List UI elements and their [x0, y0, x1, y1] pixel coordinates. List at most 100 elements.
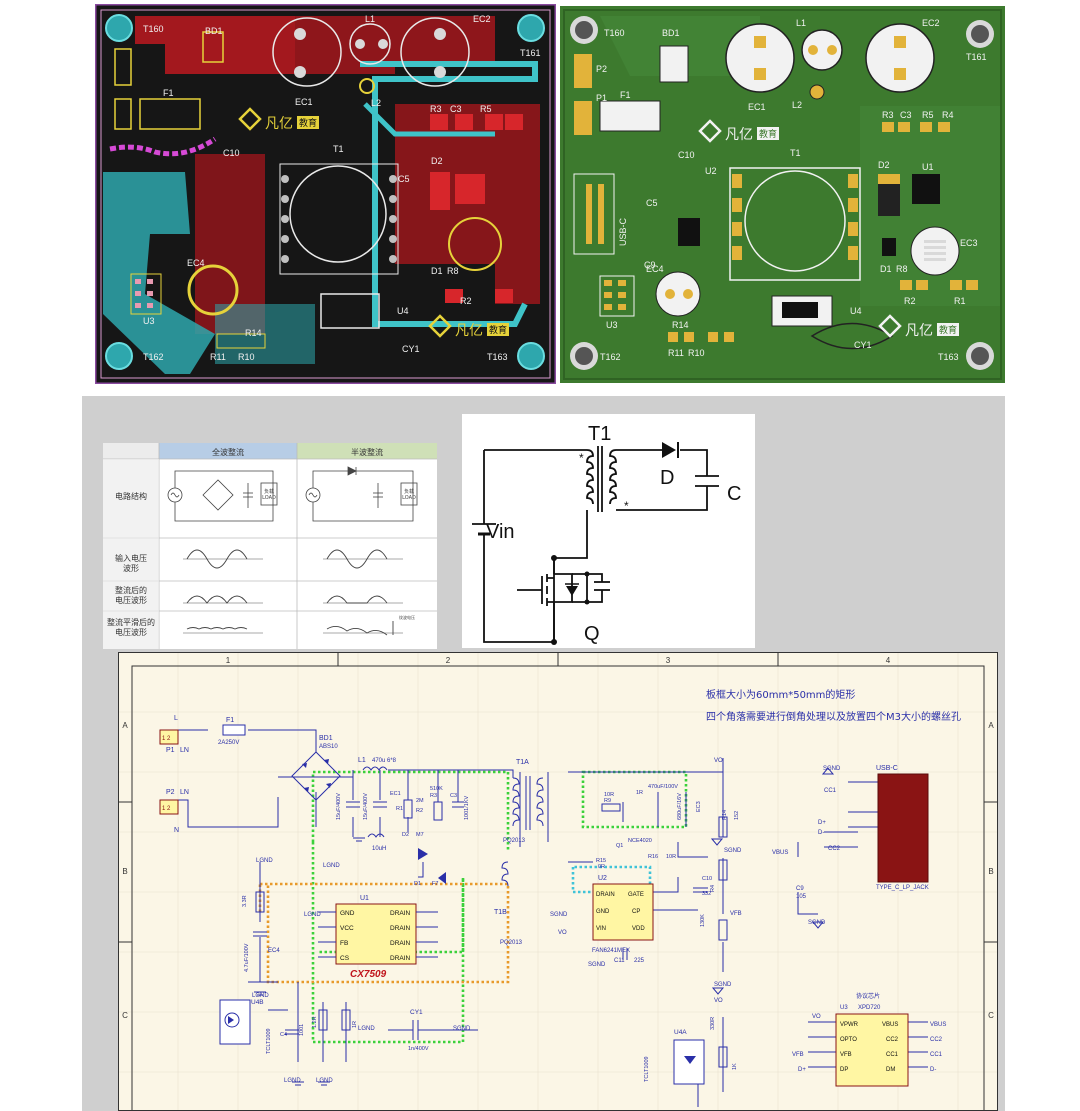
pq-label: PQ2013 [503, 838, 526, 844]
svg-text:L: L [174, 715, 178, 722]
svg-text:U1: U1 [360, 895, 369, 902]
net-label: LGND [316, 1078, 333, 1084]
designator: D2 [431, 156, 443, 166]
col-label: 3 [666, 656, 671, 665]
net-label: VBUS [930, 1022, 946, 1028]
svg-text:C3: C3 [450, 793, 457, 799]
net-label: D- [818, 830, 824, 836]
brand-logo-2: 凡亿 教育 [878, 314, 959, 339]
label-q: Q [584, 623, 600, 645]
net-label: VO [714, 758, 723, 764]
designator: USB-C [618, 217, 628, 246]
svg-text:R2: R2 [416, 808, 423, 814]
c4-value: 1001 [299, 1024, 305, 1036]
connector-p1: 1 2 P1 LN L [159, 715, 189, 754]
designator: BD1 [662, 28, 680, 38]
designator: EC2 [922, 18, 940, 28]
net-label: LGND [304, 912, 321, 918]
net-label: CC2 [930, 1037, 943, 1043]
designator: T163 [938, 352, 959, 362]
svg-text:R1: R1 [396, 806, 403, 812]
optocoupler-u4a: U4A TCLT1009 [644, 1029, 705, 1085]
designator: R14 [672, 320, 689, 330]
net-label: SGND [588, 962, 606, 968]
power-supply-schematic: 1 2 3 4 A B C A B C 板框大小为60mm*50mm的矩形 四个… [118, 652, 998, 1111]
pq-label: PQ2013 [500, 940, 523, 946]
pcb-layout-view: 凡亿 教育 凡亿 教育 T160 T161 T162 T163 BD1 L1 L… [95, 4, 556, 384]
designator: R2 [904, 296, 916, 306]
row-label: 输入电压波形 [115, 553, 147, 573]
designator: R3 [882, 110, 894, 120]
r4-label: R4 [710, 885, 716, 892]
net-label: CC2 [828, 846, 841, 852]
svg-text:DRAIN: DRAIN [390, 925, 411, 932]
row-label: B [988, 867, 993, 876]
brand-logo: 凡亿 教育 [238, 107, 319, 132]
r5-value: 1.2R [312, 1016, 318, 1028]
row-label: C [988, 1011, 994, 1020]
row-label: 电路结构 [115, 491, 147, 501]
net-label: VFB [730, 911, 742, 917]
net-label: LGND [358, 1026, 375, 1032]
designator: R5 [922, 110, 934, 120]
designator: C5 [398, 174, 410, 184]
r15-value: 0R [598, 864, 605, 870]
designator: T160 [604, 28, 625, 38]
net-label: D- [930, 1067, 936, 1073]
designator: R1 [954, 296, 966, 306]
designator: CY1 [402, 344, 420, 354]
c11-value: 225 [634, 958, 645, 964]
ec4-label: EC4 [268, 948, 280, 954]
net-label: VFB [792, 1052, 804, 1058]
designator: R11 [668, 348, 684, 358]
usb-c-connector: USB-C TYPE_C_LP_JACK [876, 765, 929, 891]
r11-value: 130K [700, 914, 706, 927]
bd1-value: ABS10 [319, 744, 338, 750]
svg-text:凡亿: 凡亿 [455, 323, 483, 339]
c10-label: C10 [702, 876, 712, 882]
l1-label: L1 [358, 757, 366, 764]
designator: D2 [878, 160, 890, 170]
designator: U1 [922, 162, 934, 172]
table-header: 半波整流 [351, 447, 383, 457]
designator: R10 [238, 352, 255, 362]
svg-text:GND: GND [340, 910, 355, 917]
svg-text:FB: FB [340, 940, 348, 947]
t1a-label: T1A [516, 759, 529, 766]
designator: R8 [896, 264, 908, 274]
svg-text:DRAIN: DRAIN [390, 940, 411, 947]
net-label: SGND [724, 848, 742, 854]
net-highlight-orange [260, 882, 510, 984]
svg-text:U2: U2 [598, 875, 607, 882]
svg-text:510K: 510K [430, 786, 443, 792]
svg-text:R3: R3 [430, 793, 437, 799]
row-label: C [122, 1011, 128, 1020]
label-t1: T1 [588, 423, 611, 445]
row-label: A [122, 721, 128, 730]
col-label: 4 [886, 656, 891, 665]
net-label: CC1 [930, 1052, 943, 1058]
svg-text:1 2: 1 2 [162, 736, 171, 742]
designator: U2 [705, 166, 717, 176]
c10-value: 332 [702, 891, 711, 897]
designator: R3 [430, 104, 442, 114]
svg-text:LN: LN [180, 789, 189, 796]
svg-text:1001/1KV: 1001/1KV [464, 796, 470, 820]
r13-value: 1K [732, 1063, 738, 1070]
net-label: VO [714, 998, 723, 1004]
waveforms [183, 549, 403, 636]
svg-text:XPD720: XPD720 [858, 1005, 881, 1011]
net-label: D+ [818, 820, 826, 826]
svg-text:TCLT1009: TCLT1009 [266, 1028, 272, 1054]
bridge-rectifier-icon [291, 751, 341, 801]
brand-logo-2: 凡亿 教育 [428, 314, 509, 339]
designator: EC3 [960, 238, 978, 248]
svg-text:LN: LN [180, 747, 189, 754]
svg-text:1 2: 1 2 [162, 806, 171, 812]
rectifier-comparison-table: 全波整流 半波整流 电路结构 输入电压波形 整流后的电压波形 整流平滑后的电压波… [103, 443, 437, 649]
ground-icon [254, 767, 835, 1086]
svg-text:教育: 教育 [489, 324, 507, 336]
svg-text:凡亿: 凡亿 [905, 323, 933, 339]
designator: U3 [606, 320, 618, 330]
designator: R5 [480, 104, 492, 114]
